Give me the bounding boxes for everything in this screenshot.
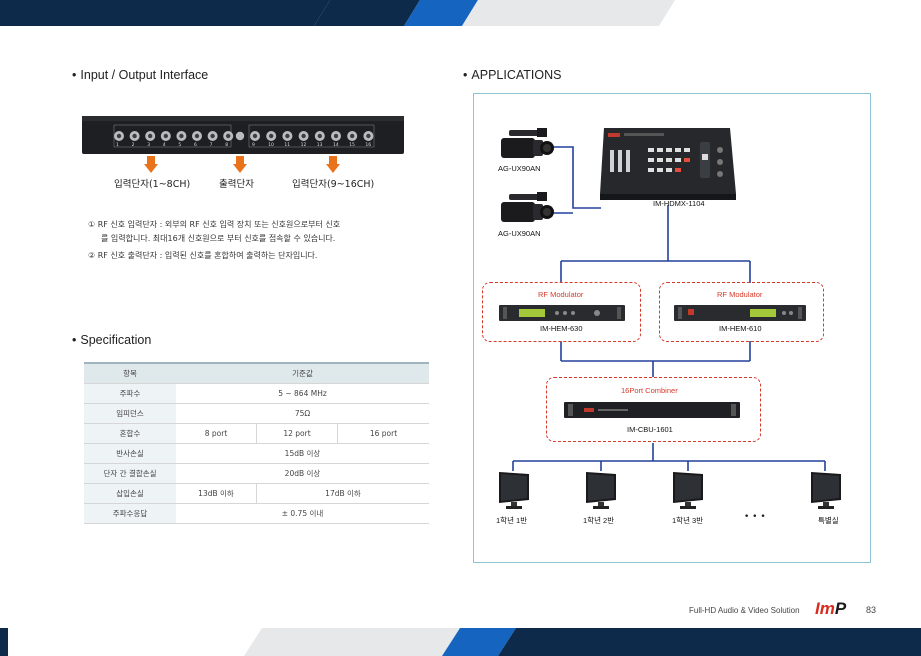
spec-header-item: 항목: [84, 362, 176, 384]
spec-row-value: 17dB 이하: [256, 483, 429, 504]
table-row: 혼합수 8 port 12 port 16 port: [84, 423, 429, 444]
combiner-icon: [564, 402, 740, 418]
footer-tagline: Full-HD Audio & Video Solution: [689, 606, 800, 615]
port-number: 4: [162, 143, 166, 148]
io-section-title: •Input / Output Interface: [72, 68, 209, 82]
table-row: 주파수 5 ~ 864 MHz: [84, 383, 429, 404]
camera-2-label: AG-UX90AN: [498, 229, 541, 238]
switcher-label: IM-HDMX-1104: [653, 199, 705, 208]
bottom-decor-band: [0, 628, 921, 656]
combiner-rear-panel: [82, 116, 404, 154]
note-line-3: ② RF 신호 출력단자 : 입력된 신호를 혼합하여 출력하는 단자입니다.: [88, 251, 318, 260]
applications-title: •APPLICATIONS: [463, 68, 562, 82]
tv-label: 특별실: [818, 516, 839, 525]
combiner-group-title: 16Port Combiner: [621, 386, 678, 395]
modulator-group-2-title: RF Modulator: [717, 290, 763, 299]
table-row: 단자 간 결합손실 20dB 이상: [84, 463, 429, 484]
modulator-group-1: [482, 282, 641, 342]
spec-row-label: 주파수응답: [84, 503, 176, 524]
port-number: 10: [268, 143, 274, 148]
monitor-icon: [586, 472, 616, 509]
port-number: 13: [316, 143, 323, 148]
tv-label: 1학년 3반: [672, 516, 704, 525]
port-number: 8: [225, 143, 229, 148]
down-arrow-icon: [326, 156, 340, 173]
table-row: 삽입손실 13dB 이하 17dB 이하: [84, 483, 429, 504]
port-number: 9: [252, 143, 255, 148]
spec-header-row: 항목 기준값: [84, 362, 429, 384]
spec-row-label: 주파수: [84, 383, 176, 404]
port-number: 1: [116, 143, 119, 148]
tv-label: 1학년 1반: [496, 516, 528, 525]
modulator-group-2: [659, 282, 824, 342]
spec-row-value: 13dB 이하: [176, 483, 257, 504]
camera-1-label: AG-UX90AN: [498, 164, 541, 173]
spec-table: 항목 기준값 주파수 5 ~ 864 MHz 임피던스 75Ω 혼합수 8 po…: [84, 362, 429, 524]
camera-icon: [501, 128, 554, 158]
spec-row-label: 단자 간 결합손실: [84, 463, 176, 484]
monitor-icon: [499, 472, 529, 509]
spec-section-title: •Specification: [72, 333, 152, 347]
page-number: 83: [866, 605, 877, 615]
combiner-label: IM-CBU-1601: [627, 425, 673, 434]
output-jack: [235, 131, 245, 141]
spec-header-value: 기준값: [176, 362, 429, 384]
port-number: 11: [284, 143, 291, 148]
modulator-icon: [674, 305, 806, 321]
input-9-16-label: 입력단자(9~16CH): [292, 179, 375, 190]
spec-row-label: 반사손실: [84, 443, 176, 464]
port-number: 12: [300, 143, 307, 148]
spec-row-value: 16 port: [337, 423, 429, 444]
port-number: 7: [209, 143, 213, 148]
modulator-1-label: IM-HEM-630: [540, 324, 583, 333]
port-number: 14: [333, 143, 339, 148]
output-label: 출력단자: [219, 179, 254, 190]
port-number: 5: [178, 143, 182, 148]
modulator-2-label: IM-HEM-610: [719, 324, 762, 333]
port-number: 16: [365, 143, 372, 148]
note-line-2: 를 입력합니다. 최대16개 신호원으로 부터 신호를 접속할 수 있습니다.: [101, 234, 336, 243]
spec-row-label: 삽입손실: [84, 483, 176, 504]
down-arrow-icon: [144, 156, 158, 173]
top-decor-band: [0, 0, 675, 26]
note-line-1: ① RF 신호 입력단자 : 외부의 RF 신호 입력 장치 또는 신호원으로부…: [88, 220, 341, 229]
port-number: 3: [147, 143, 151, 148]
more-ellipsis: • • •: [744, 512, 766, 522]
spec-row-value: 15dB 이상: [176, 443, 429, 464]
spec-row-value: 12 port: [256, 423, 338, 444]
spec-row-label: 임피던스: [84, 403, 176, 424]
spec-row-value: 5 ~ 864 MHz: [176, 383, 429, 404]
camera-icon: [501, 192, 554, 222]
monitor-icon: [811, 472, 841, 509]
port-number: 6: [194, 143, 197, 148]
table-row: 반사손실 15dB 이상: [84, 443, 429, 464]
table-row: 주파수응답 ± 0.75 이내: [84, 503, 429, 524]
modulator-group-1-title: RF Modulator: [538, 290, 584, 299]
connection-lines: [512, 146, 826, 471]
port-number: 15: [349, 143, 355, 148]
combiner-group: [546, 377, 761, 442]
spec-row-value: ± 0.75 이내: [176, 503, 429, 524]
input-1-8-label: 입력단자(1~8CH): [114, 179, 191, 190]
monitor-icon: [673, 472, 703, 509]
down-arrow-icon: [233, 156, 247, 173]
port-number: 2: [131, 143, 135, 148]
tv-label: 1학년 2반: [583, 516, 615, 525]
spec-row-value: 75Ω: [176, 403, 429, 424]
spec-row-label: 혼합수: [84, 423, 176, 444]
spec-row-value: 20dB 이상: [176, 463, 429, 484]
table-row: 임피던스 75Ω: [84, 403, 429, 424]
modulator-icon: [499, 305, 625, 321]
spec-row-value: 8 port: [176, 423, 257, 444]
applications-diagram-frame: [473, 93, 871, 563]
switcher-icon: [600, 128, 736, 200]
brand-logo: ImP: [815, 599, 847, 618]
